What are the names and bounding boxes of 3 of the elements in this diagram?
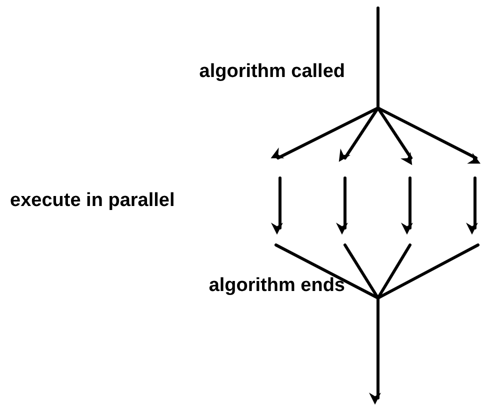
row-label: algorithm ends xyxy=(208,275,345,297)
row-label: algorithm called xyxy=(199,61,345,83)
row-label: execute in parallel xyxy=(10,190,175,212)
